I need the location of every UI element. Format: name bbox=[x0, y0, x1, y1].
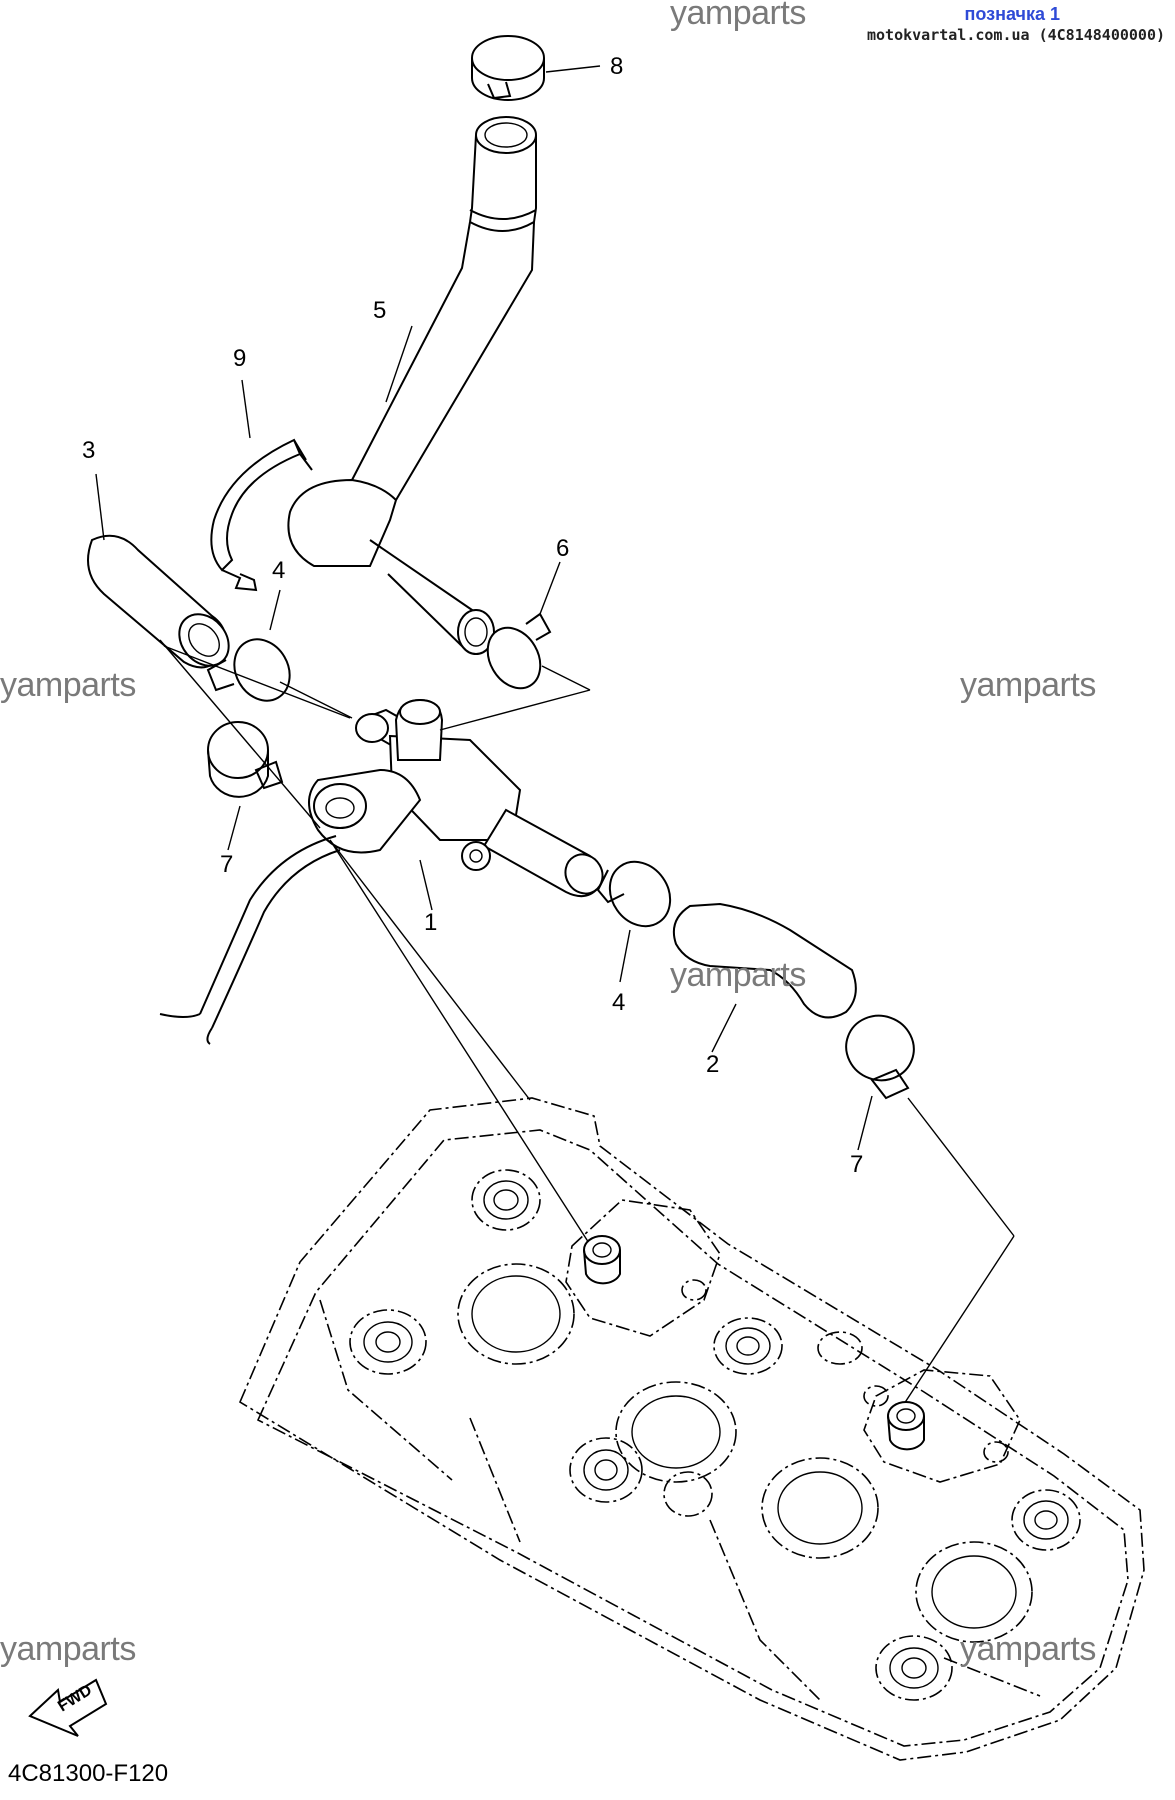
callout-labels: 8 5 9 3 4 6 7 1 4 2 7 bbox=[82, 53, 863, 1178]
callout-part-4-left: 4 bbox=[272, 557, 285, 584]
marker-label: позначка 1 bbox=[964, 4, 1061, 24]
watermark-left-mid: yamparts bbox=[0, 666, 136, 704]
watermark-right-bottom: yamparts bbox=[960, 1630, 1096, 1668]
source-reference: motokvartal.com.ua (4C8148400000) bbox=[866, 26, 1165, 44]
callout-part-5: 5 bbox=[373, 297, 386, 324]
cylinder-head-cover bbox=[238, 1097, 1145, 1761]
callout-part-9: 9 bbox=[233, 345, 246, 372]
reed-valve-cover-right bbox=[863, 1369, 1021, 1483]
diagram-reference-code: 4C81300-F120 bbox=[8, 1760, 169, 1787]
fwd-arrow-label: FWD bbox=[55, 1682, 95, 1716]
callout-part-1: 1 bbox=[424, 909, 437, 936]
part-1-air-cut-valve bbox=[308, 698, 604, 911]
watermark-center: yamparts bbox=[670, 956, 806, 994]
part-3-hose bbox=[87, 473, 230, 669]
callout-part-7-left: 7 bbox=[220, 851, 233, 878]
callout-part-2: 2 bbox=[706, 1051, 719, 1078]
cover-bolt-bosses bbox=[349, 1169, 1081, 1701]
assembly-leader-lines bbox=[159, 639, 1015, 1405]
reed-valve-cover-left bbox=[565, 1199, 721, 1337]
svg-text:FWD: FWD bbox=[55, 1682, 95, 1716]
part-4-hose-clamp-left bbox=[206, 589, 291, 702]
watermark-left-bottom: yamparts bbox=[0, 1630, 136, 1668]
callout-part-4-right: 4 bbox=[612, 989, 625, 1016]
callout-part-3: 3 bbox=[82, 437, 95, 464]
wire-harness bbox=[159, 835, 341, 1045]
part-5-hose bbox=[287, 116, 537, 655]
part-4-hose-clamp-right bbox=[596, 860, 672, 983]
part-7-hose-clamp-left bbox=[207, 721, 284, 851]
part-9-hose-clip bbox=[210, 379, 313, 592]
callout-part-6: 6 bbox=[556, 535, 569, 562]
cover-plug-holes bbox=[457, 1263, 1033, 1643]
callout-part-8: 8 bbox=[610, 53, 623, 80]
part-7-hose-clamp-right bbox=[845, 1014, 915, 1151]
part-6-hose-clamp bbox=[486, 561, 561, 690]
part-2-hose bbox=[672, 902, 857, 1053]
fwd-direction-arrow: FWD bbox=[28, 1678, 108, 1737]
watermark-top: yamparts bbox=[670, 0, 806, 32]
part-8-hose-clamp bbox=[471, 35, 601, 101]
callout-part-7-right: 7 bbox=[850, 1151, 863, 1178]
watermark-right-mid: yamparts bbox=[960, 666, 1096, 704]
